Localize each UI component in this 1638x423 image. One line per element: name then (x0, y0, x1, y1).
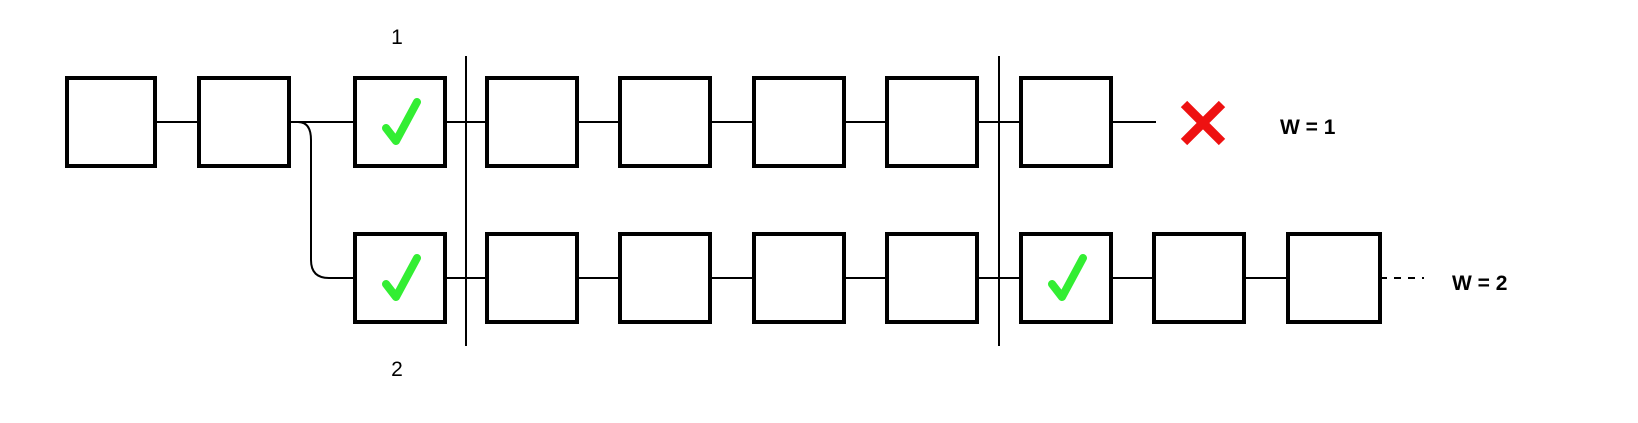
upper-chain (65, 76, 1113, 168)
block (197, 76, 291, 168)
block (885, 76, 979, 168)
cross-icon-stroke (1180, 100, 1226, 146)
block-valid (353, 232, 447, 324)
fork-number-top: 1 (391, 26, 403, 49)
cross-icon (1180, 100, 1226, 146)
block-valid (353, 76, 447, 168)
block (752, 76, 846, 168)
check-icon (1048, 254, 1087, 301)
block (485, 76, 579, 168)
block (1019, 76, 1113, 168)
fork-branch-link (289, 121, 355, 279)
block (885, 232, 979, 324)
block (485, 232, 579, 324)
block (65, 76, 157, 168)
lower-chain-weight: W = 2 (1452, 272, 1507, 295)
fork-number-bottom: 2 (391, 358, 403, 381)
block (1152, 232, 1246, 324)
lower-chain (353, 232, 1382, 324)
check-icon (382, 254, 421, 301)
block (618, 232, 712, 324)
upper-chain-weight: W = 1 (1280, 116, 1336, 139)
block (1286, 232, 1382, 324)
block (618, 76, 712, 168)
block (752, 232, 846, 324)
check-icon (382, 98, 421, 145)
block-valid (1019, 232, 1113, 324)
